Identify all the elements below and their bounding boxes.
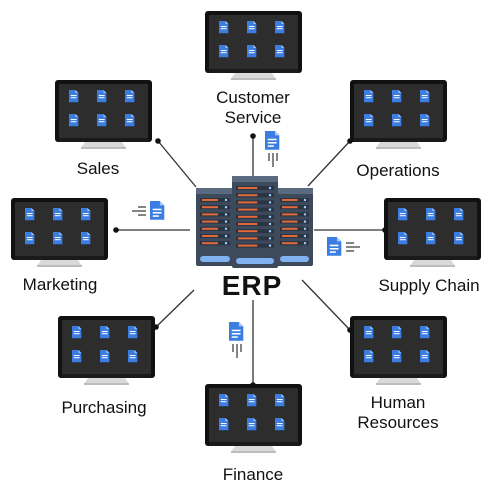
document-icon [426, 208, 436, 221]
document-icon [125, 114, 135, 127]
document-icon [97, 90, 107, 103]
server-icon [232, 176, 278, 268]
document-icon [25, 232, 35, 245]
label-marketing: Marketing [22, 275, 98, 294]
document-icon [392, 326, 402, 339]
flow-document-customer-service [265, 131, 280, 150]
monitor-marketing [11, 198, 108, 267]
monitor-human-resources [350, 316, 447, 385]
label-human-resources: Human Resources [357, 393, 439, 432]
document-icon [219, 45, 229, 58]
connector-operations [307, 140, 351, 187]
document-icon [53, 232, 63, 245]
document-icon [275, 21, 285, 34]
motion-lines-icon [346, 242, 360, 252]
document-icon [72, 350, 82, 363]
connector-purchasing [155, 289, 195, 328]
monitor-operations [350, 80, 447, 149]
document-icon [420, 326, 430, 339]
document-icon [125, 90, 135, 103]
connector-dot-sales [155, 138, 161, 144]
document-icon [398, 208, 408, 221]
connector-human-resources [301, 279, 351, 331]
flow-document-supply-chain [327, 237, 342, 256]
document-icon [53, 208, 63, 221]
motion-lines-icon [132, 206, 146, 216]
motion-lines-icon [268, 153, 278, 167]
document-icon [398, 232, 408, 245]
motion-lines-icon [232, 344, 242, 358]
document-icon [219, 418, 229, 431]
document-icon [420, 90, 430, 103]
label-purchasing: Purchasing [61, 398, 147, 417]
monitor-purchasing [58, 316, 155, 385]
document-icon [81, 208, 91, 221]
document-icon [247, 418, 257, 431]
document-icon [392, 90, 402, 103]
document-icon [364, 350, 374, 363]
label-finance: Finance [222, 465, 284, 484]
connector-dot-customer-service [250, 133, 256, 139]
label-operations: Operations [356, 161, 440, 180]
document-icon [275, 418, 285, 431]
flow-document-finance [229, 322, 244, 341]
monitor-customer-service [205, 11, 302, 80]
document-icon [219, 394, 229, 407]
server-icon [196, 188, 234, 266]
connector-dot-marketing [113, 227, 119, 233]
document-icon [72, 326, 82, 339]
document-icon [97, 114, 107, 127]
document-icon [100, 350, 110, 363]
label-sales: Sales [76, 159, 120, 178]
monitor-sales [55, 80, 152, 149]
document-icon [100, 326, 110, 339]
document-icon [247, 45, 257, 58]
document-icon [69, 114, 79, 127]
flow-document-marketing [150, 201, 165, 220]
document-icon [420, 114, 430, 127]
connector-sales [157, 140, 197, 188]
label-customer-service: Customer Service [216, 88, 290, 127]
monitor-finance [205, 384, 302, 453]
server-icon [276, 188, 313, 266]
document-icon [426, 232, 436, 245]
document-icon [454, 232, 464, 245]
erp-label: ERP [221, 270, 283, 301]
document-icon [81, 232, 91, 245]
document-icon [454, 208, 464, 221]
monitor-supply-chain [384, 198, 481, 267]
document-icon [275, 394, 285, 407]
document-icon [25, 208, 35, 221]
document-icon [219, 21, 229, 34]
document-icon [392, 114, 402, 127]
document-icon [69, 90, 79, 103]
document-icon [128, 350, 138, 363]
document-icon [275, 45, 285, 58]
document-icon [364, 90, 374, 103]
document-icon [247, 21, 257, 34]
document-icon [364, 114, 374, 127]
document-icon [247, 394, 257, 407]
document-icon [128, 326, 138, 339]
document-icon [364, 326, 374, 339]
document-icon [392, 350, 402, 363]
label-supply-chain: Supply Chain [378, 276, 480, 295]
document-icon [420, 350, 430, 363]
